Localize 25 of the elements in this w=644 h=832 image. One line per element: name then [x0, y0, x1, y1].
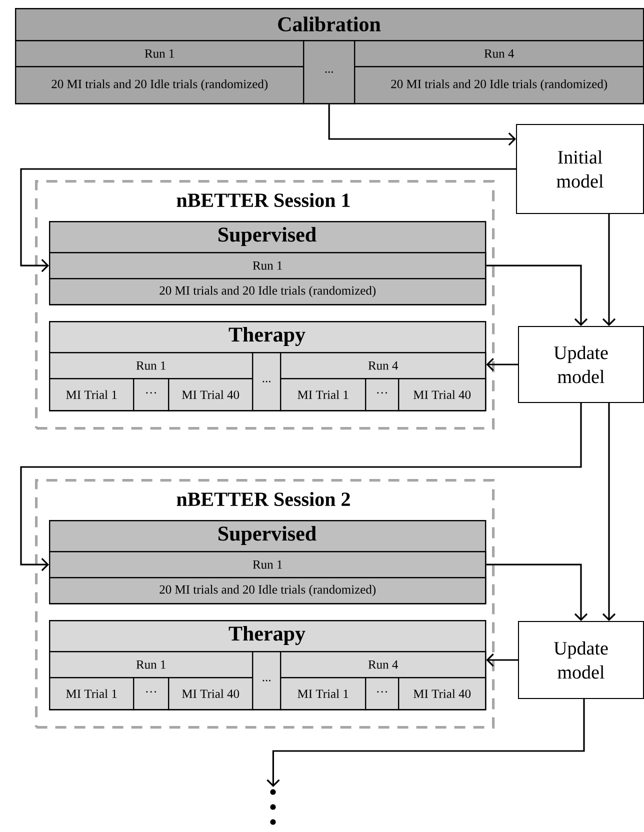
arrow — [266, 699, 585, 787]
arrow — [602, 403, 616, 621]
table-cell: ... — [252, 352, 282, 412]
table-cell: ··· — [365, 378, 400, 412]
table-cell: Run 1 — [49, 252, 486, 280]
table-cell: ··· — [133, 378, 170, 412]
arrow — [20, 168, 516, 272]
table-cell: ... — [252, 651, 282, 710]
arrow — [602, 214, 616, 326]
vertical-dots — [270, 789, 276, 825]
table-cell: 20 MI trials and 20 Idle trials (randomized) — [49, 577, 486, 604]
table-cell: Run 1 — [49, 551, 486, 578]
process-box: Initial model — [516, 124, 644, 214]
table-cell: ··· — [365, 677, 400, 710]
process-box: Update model — [518, 326, 644, 403]
arrow — [486, 653, 518, 667]
table-cell: 20 MI trials and 20 Idle trials (randomized) — [49, 278, 486, 306]
process-box: Update model — [518, 621, 644, 699]
arrow — [486, 264, 588, 326]
table-cell: ... — [303, 40, 356, 104]
arrow — [486, 358, 518, 372]
table-cell: ··· — [133, 677, 170, 710]
arrow — [20, 403, 582, 572]
arrow — [328, 104, 516, 146]
arrow — [486, 564, 588, 621]
